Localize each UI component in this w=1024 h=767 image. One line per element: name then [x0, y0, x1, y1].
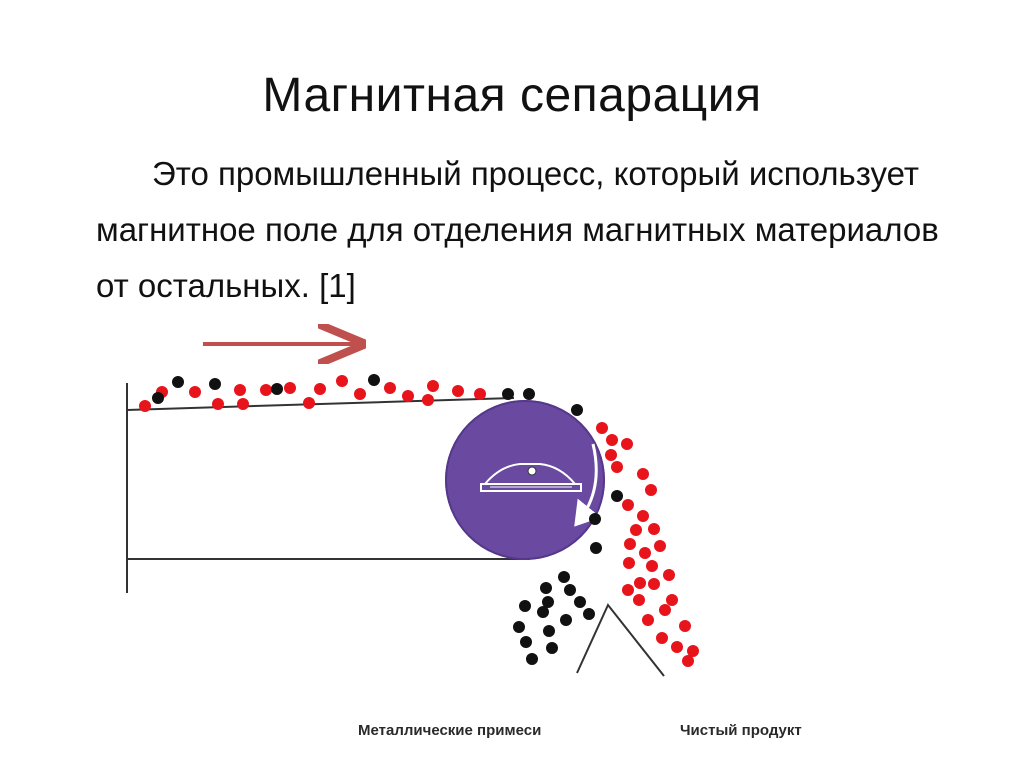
caption-metal-impurities: Металлические примеси [358, 722, 542, 739]
splitter-divider [576, 603, 665, 677]
conveyor-top-line [126, 397, 515, 411]
magnetic-particles [152, 374, 623, 665]
magnetic-drum [445, 400, 605, 560]
slide-title: Магнитная сепарация [262, 69, 762, 122]
clean-particles [139, 375, 699, 667]
caption-clean-product: Чистый продукт [680, 722, 802, 739]
magnetic-drum-shade [445, 400, 605, 560]
magnet-icon [480, 463, 582, 492]
slide-body-text: Это промышленный процесс, который исполь… [96, 155, 939, 304]
rotation-arrow [574, 443, 601, 527]
